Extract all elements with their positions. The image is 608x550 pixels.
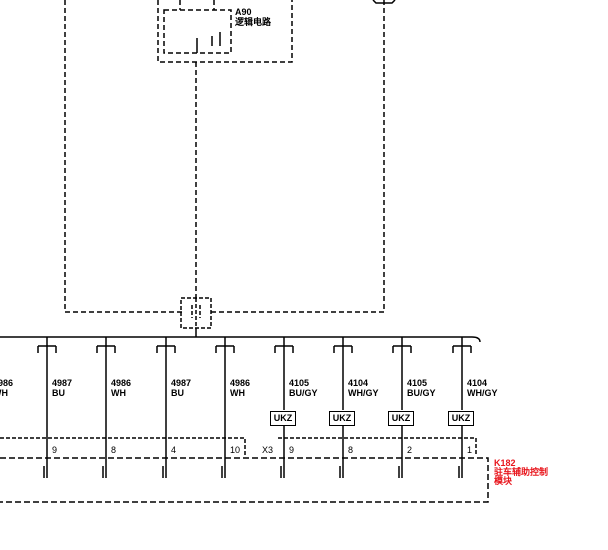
connector-x3-label: X3 bbox=[262, 445, 274, 455]
shield-marker: UKZ bbox=[388, 411, 414, 426]
connector-pin-number: 4 bbox=[171, 445, 177, 455]
k182-module-id: K182 bbox=[494, 458, 516, 468]
wire-5 bbox=[274, 337, 294, 478]
wire-color-code: BU bbox=[171, 388, 184, 398]
wire-color-code: WH bbox=[230, 388, 245, 398]
wire-color-code: WH bbox=[0, 388, 8, 398]
x3-connector-box bbox=[0, 437, 477, 456]
shield-marker: UKZ bbox=[270, 411, 296, 426]
k182-module-name: 驻车辅助控制 bbox=[494, 467, 549, 477]
pin-stub bbox=[458, 458, 463, 478]
wire-circuit-number: 4987 bbox=[171, 378, 192, 388]
top-right-stub bbox=[372, 0, 396, 4]
pin-stub bbox=[280, 458, 285, 478]
pin-stub bbox=[398, 458, 403, 478]
splice-connector bbox=[180, 297, 212, 329]
a90-inner-box bbox=[163, 0, 232, 54]
pin-stub bbox=[339, 458, 344, 478]
wire-6 bbox=[333, 337, 353, 478]
wire-circuit-number: 4105 bbox=[289, 378, 310, 388]
a90-inner-contacts bbox=[196, 32, 221, 53]
connector-pin-number: 8 bbox=[348, 445, 354, 455]
wire-7 bbox=[392, 337, 412, 478]
k182-module-name-cont: 模块 bbox=[494, 476, 513, 486]
wire-circuit-number: 4986 bbox=[0, 378, 14, 388]
wire-layer bbox=[37, 337, 472, 478]
wire-color-code: BU/GY bbox=[407, 388, 436, 398]
wire-color-code: WH bbox=[111, 388, 126, 398]
wire-color-code: WH/GY bbox=[467, 388, 498, 398]
wire-circuit-number: 4104 bbox=[348, 378, 369, 388]
pin-stub bbox=[162, 458, 167, 478]
wire-color-code: BU/GY bbox=[289, 388, 318, 398]
connector-pin-number: 1 bbox=[467, 445, 473, 455]
wire-4 bbox=[215, 337, 235, 478]
ground-loop-left bbox=[64, 0, 197, 313]
ground-loop-right bbox=[210, 0, 385, 313]
a90-module-name: 逻辑电路 bbox=[235, 17, 272, 27]
wire-8 bbox=[452, 337, 472, 478]
wire-color-code: BU bbox=[52, 388, 65, 398]
connector-pin-number: 9 bbox=[289, 445, 295, 455]
pin-stub bbox=[221, 458, 226, 478]
connector-pin-number: 8 bbox=[111, 445, 117, 455]
wire-1 bbox=[37, 337, 57, 478]
harness-bus bbox=[0, 328, 481, 343]
k182-module-box bbox=[0, 457, 489, 503]
wire-circuit-number: 4105 bbox=[407, 378, 428, 388]
shield-marker: UKZ bbox=[448, 411, 474, 426]
wire-color-code: WH/GY bbox=[348, 388, 379, 398]
wire-circuit-number: 4987 bbox=[52, 378, 73, 388]
wire-circuit-number: 4986 bbox=[111, 378, 132, 388]
wire-3 bbox=[156, 337, 176, 478]
pin-stub bbox=[102, 458, 107, 478]
a90-module-id: A90 bbox=[235, 7, 252, 17]
connector-pin-number: 9 bbox=[52, 445, 58, 455]
connector-pin-number: 10 bbox=[230, 445, 241, 455]
a90-module-outer-box bbox=[157, 0, 293, 63]
wire-2 bbox=[96, 337, 116, 478]
pin-stub bbox=[43, 458, 48, 478]
shield-marker: UKZ bbox=[329, 411, 355, 426]
connector-pin-number: 2 bbox=[407, 445, 413, 455]
wire-circuit-number: 4986 bbox=[230, 378, 251, 388]
wire-circuit-number: 4104 bbox=[467, 378, 488, 388]
